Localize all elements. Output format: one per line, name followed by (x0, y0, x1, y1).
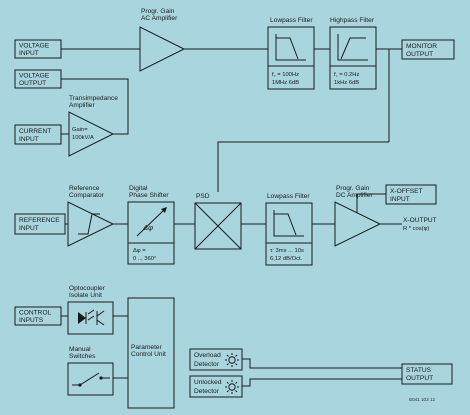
lowpass-curve-icon (273, 210, 304, 237)
lamp-icon (225, 353, 239, 367)
svg-text:Parameter: Parameter (131, 344, 163, 351)
unlocked-detector: Unlocked Detector (189, 375, 243, 398)
psd-block: PSD (194, 193, 242, 250)
svg-text:VOLTAGE: VOLTAGE (19, 43, 50, 50)
svg-text:VOLTAGE: VOLTAGE (19, 73, 50, 80)
svg-text:X-OFFSET: X-OFFSET (390, 188, 423, 195)
svg-text:R * cos(φ): R * cos(φ) (403, 226, 429, 232)
ac-amplifier: Progr. Gain AC Amplifier (139, 8, 186, 72)
optocoupler: Optocoupler Isolate Unit (67, 285, 114, 335)
svg-text:f꜀ = 100Hz: f꜀ = 100Hz (272, 72, 299, 78)
control-inputs-box: CONTROL INPUTS (14, 306, 62, 326)
svg-text:INPUTS: INPUTS (19, 317, 44, 324)
manual-switches: Manual Switches (67, 346, 114, 396)
figure-code: B041 103 12 (409, 397, 436, 402)
lamp-icon (225, 380, 239, 394)
svg-text:OUTPUT: OUTPUT (406, 375, 433, 382)
overload-detector: Overload Detector (189, 348, 243, 371)
svg-text:Amplifier: Amplifier (69, 102, 95, 109)
svg-text:100kV/A: 100kV/A (72, 135, 94, 141)
svg-text:1MHz 6dB: 1MHz 6dB (272, 80, 299, 86)
svg-text:Lowpass Filter: Lowpass Filter (267, 193, 310, 200)
svg-text:OUTPUT: OUTPUT (19, 80, 46, 87)
svg-text:Δφ =: Δφ = (133, 248, 146, 254)
svg-text:Gain=: Gain= (72, 127, 88, 133)
svg-text:Progr. Gain: Progr. Gain (141, 8, 175, 15)
x-offset-input-box: X-OFFSET INPUT (385, 184, 437, 205)
svg-text:Reference: Reference (69, 185, 100, 192)
voltage-input-box: VOLTAGE INPUT (14, 39, 62, 59)
svg-text:Phase Shifter: Phase Shifter (129, 192, 169, 199)
svg-text:DC Amplifier: DC Amplifier (336, 192, 373, 199)
svg-text:0 ... 360°: 0 ... 360° (133, 256, 156, 262)
transimpedance-amplifier: Transimpedance Amplifier Gain= 100kV/A (68, 95, 118, 157)
status-output-box: STATUS OUTPUT (401, 363, 453, 385)
x-output-label: X-OUTPUT R * cos(φ) (403, 217, 437, 232)
highpass-filter: Highpass Filter f꜀ = 0.2Hz 1kHz 6dB (329, 17, 377, 90)
svg-text:CURRENT: CURRENT (19, 128, 51, 135)
switch-icon (72, 372, 110, 387)
phase-shifter: Digital Phase Shifter Δφ Δφ = 0 ... 360° (127, 185, 175, 265)
svg-text:Optocoupler: Optocoupler (69, 285, 106, 292)
svg-text:Detector: Detector (194, 388, 220, 395)
svg-text:Unlocked: Unlocked (194, 379, 222, 386)
lowpass-curve-icon (275, 34, 306, 61)
lowpass-filter-1: Lowpass Filter f꜀ = 100Hz 1MHz 6dB (267, 17, 315, 90)
svg-text:Lowpass Filter: Lowpass Filter (270, 17, 313, 24)
svg-text:Switches: Switches (69, 353, 96, 360)
svg-text:Comparator: Comparator (69, 192, 105, 199)
svg-text:Digital: Digital (129, 185, 148, 192)
parameter-control-unit: Parameter Control Unit (127, 297, 175, 409)
svg-text:Transimpedance: Transimpedance (69, 95, 118, 102)
svg-text:f꜀ = 0.2Hz: f꜀ = 0.2Hz (334, 72, 359, 78)
svg-text:AC Amplifier: AC Amplifier (141, 15, 178, 22)
current-input-box: CURRENT INPUT (14, 124, 62, 145)
reference-comparator: Reference Comparator (67, 185, 115, 247)
svg-text:STATUS: STATUS (406, 367, 432, 374)
svg-text:Manual: Manual (69, 346, 91, 353)
svg-text:6,12 dB/Oct.: 6,12 dB/Oct. (270, 256, 303, 262)
svg-text:τ: 3ms ... 10s: τ: 3ms ... 10s (270, 248, 304, 254)
svg-text:X-OUTPUT: X-OUTPUT (403, 217, 437, 224)
svg-text:MONITOR: MONITOR (406, 43, 437, 50)
optocoupler-icon (78, 309, 105, 326)
svg-text:Isolate Unit: Isolate Unit (69, 292, 102, 299)
svg-text:Control Unit: Control Unit (131, 351, 166, 358)
svg-text:REFERENCE: REFERENCE (19, 217, 60, 224)
lowpass-filter-2: Lowpass Filter τ: 3ms ... 10s 6,12 dB/Oc… (265, 193, 313, 266)
svg-text:Δφ: Δφ (142, 223, 153, 232)
svg-text:CONTROL: CONTROL (19, 310, 52, 317)
svg-text:1kHz 6dB: 1kHz 6dB (334, 80, 359, 86)
highpass-curve-icon (337, 34, 368, 61)
svg-text:Overload: Overload (194, 352, 221, 359)
svg-text:OUTPUT: OUTPUT (406, 51, 433, 58)
svg-text:INPUT: INPUT (19, 136, 39, 143)
svg-text:Detector: Detector (194, 361, 220, 368)
svg-text:Highpass Filter: Highpass Filter (330, 17, 375, 24)
svg-text:INPUT: INPUT (19, 225, 39, 232)
svg-text:Progr. Gain: Progr. Gain (336, 185, 370, 192)
svg-text:INPUT: INPUT (390, 196, 410, 203)
reference-input-box: REFERENCE INPUT (14, 213, 66, 235)
svg-text:PSD: PSD (196, 193, 210, 200)
voltage-output-box: VOLTAGE OUTPUT (14, 69, 62, 89)
monitor-output-box: MONITOR OUTPUT (401, 39, 455, 60)
svg-text:INPUT: INPUT (19, 50, 39, 57)
